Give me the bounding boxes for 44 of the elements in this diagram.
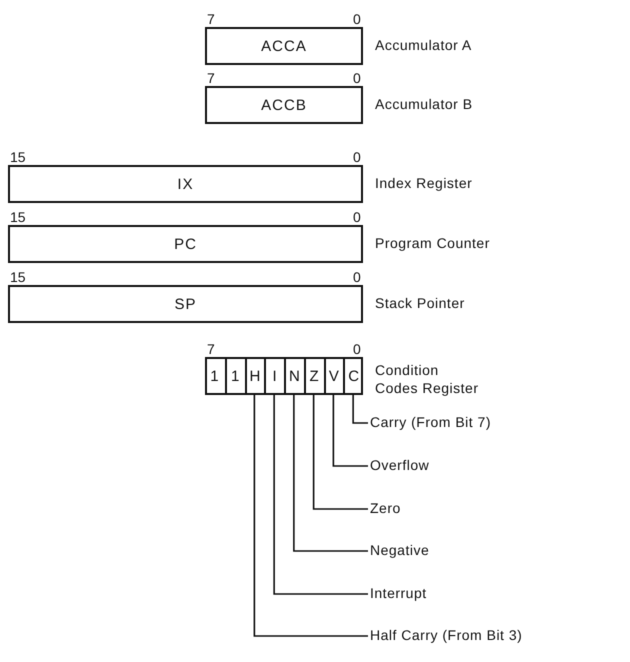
flag-bit-cell: H [244,359,264,393]
flag-description: Carry (From Bit 7) [370,414,491,432]
register-box: ACCB [205,86,363,124]
flag-description: Negative [370,542,430,560]
leader-line [352,395,368,424]
register-name: Stack Pointer [375,295,465,312]
bit-number: 15 [10,150,26,164]
register-name: Program Counter [375,235,490,252]
register-name: Index Register [375,175,472,192]
flag-description: Zero [370,500,401,518]
bit-number: 7 [207,71,215,85]
register-box [205,357,363,395]
register-name: Accumulator A [375,37,472,54]
flag-bit-cell: C [343,359,363,393]
register-name: Accumulator B [375,96,473,114]
bit-number: 7 [207,342,215,356]
leader-line [254,395,368,637]
register-box: PC [8,225,363,263]
flag-description: Interrupt [370,585,427,602]
flag-bit-cell: V [324,359,344,393]
bit-number: 0 [353,12,361,26]
flag-description: Half Carry (From Bit 3) [370,627,522,644]
register-box: ACCA [205,27,363,65]
bit-number: 0 [353,270,361,284]
bit-number: 0 [353,210,361,224]
leader-line [273,395,368,595]
leader-line [293,395,368,552]
register-box: IX [8,165,363,203]
flag-bit-cell: Z [304,359,324,393]
leader-line [332,395,368,467]
bit-number: 0 [353,342,361,356]
bit-number: 15 [10,270,26,284]
flag-bit-cell: 1 [224,359,244,393]
flag-bit-cell: 1 [205,359,225,393]
bit-number: 0 [353,71,361,85]
bit-number: 7 [207,12,215,26]
leader-line [312,395,368,510]
flag-bit-cell: N [284,359,304,393]
flag-description: Overflow [370,457,430,474]
register-name: Condition Codes Register [375,361,480,398]
bit-number: 15 [10,210,26,224]
register-box: SP [8,285,363,323]
bit-number: 0 [353,150,361,164]
flag-bit-cell: I [264,359,284,393]
